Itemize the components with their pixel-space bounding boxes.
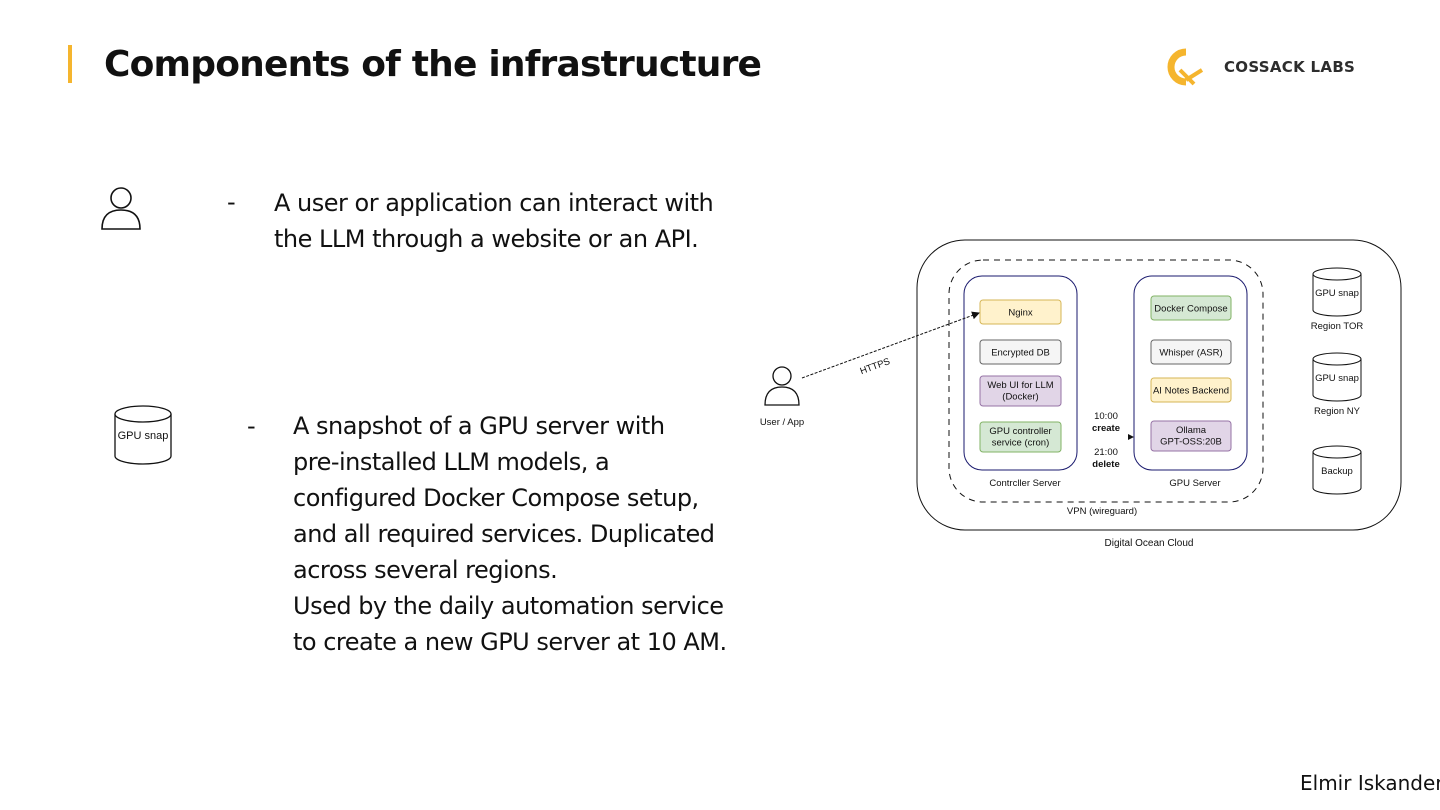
component-label: Whisper (ASR) — [1159, 348, 1222, 359]
component-label: Ollama — [1176, 425, 1207, 436]
component-label: Web UI for LLM — [987, 380, 1053, 391]
component-box: Docker Compose — [1150, 295, 1232, 321]
vpn-boundary — [948, 259, 1264, 503]
storage-label: GPU snap — [1315, 288, 1359, 299]
component-box: Whisper (ASR) — [1150, 339, 1232, 365]
gpu-server-box — [1133, 275, 1248, 471]
component-label: AI Notes Backend — [1153, 386, 1229, 397]
title-accent-bar — [68, 45, 72, 83]
bullet-text-snapshot: A snapshot of a GPU server with pre-inst… — [293, 408, 727, 660]
vpn-label: VPN (wireguard) — [1067, 506, 1137, 517]
component-label: service (cron) — [992, 438, 1050, 449]
database-icon: GPU snap — [114, 405, 172, 465]
bullet-line: across several regions. — [293, 556, 558, 584]
https-label: HTTPS — [859, 356, 892, 377]
storage-region-label: Region TOR — [1311, 321, 1364, 332]
controller-server-box — [963, 275, 1078, 471]
create-time: 10:00 — [1094, 411, 1118, 422]
component-label: GPT-OSS:20B — [1160, 437, 1222, 448]
https-connection — [801, 311, 980, 379]
database-icon-label: GPU snap — [118, 430, 169, 442]
bullet-line: to create a new GPU server at 10 AM. — [293, 628, 727, 656]
bullet-line: A user or application can interact with — [274, 189, 714, 217]
component-label: Encrypted DB — [991, 348, 1050, 359]
component-label: Nginx — [1008, 308, 1033, 319]
bullet-dash: - — [247, 412, 256, 440]
component-label: (Docker) — [1002, 392, 1038, 403]
cloud-boundary — [916, 239, 1402, 531]
author-name: Elmir Iskanderov — [1300, 771, 1440, 795]
bullet-line: pre-installed LLM models, a — [293, 448, 610, 476]
slide-title: Components of the infrastructure — [104, 44, 762, 85]
user-app-label: User / App — [760, 417, 804, 428]
bullet-line: A snapshot of a GPU server with — [293, 412, 665, 440]
storage-cylinder: Backup — [1312, 445, 1362, 495]
schedule-arrow — [1128, 434, 1134, 440]
user-app-icon — [764, 366, 800, 406]
create-label: create — [1092, 423, 1120, 434]
bullet-dash: - — [227, 188, 236, 216]
component-box: AI Notes Backend — [1150, 377, 1232, 403]
bullet-text-user: A user or application can interact with … — [274, 185, 714, 257]
component-label: GPU controller — [989, 426, 1051, 437]
bullet-line: configured Docker Compose setup, — [293, 484, 699, 512]
company-logo: COSSACK LABS — [1156, 44, 1356, 90]
user-icon — [101, 187, 141, 230]
storage-label: GPU snap — [1315, 373, 1359, 384]
cossack-labs-logo-icon — [1167, 48, 1204, 86]
bullet-line: the LLM through a website or an API. — [274, 225, 699, 253]
storage-region-label: Region NY — [1314, 406, 1361, 417]
gpu-server-label: GPU Server — [1169, 478, 1220, 489]
logo-text: COSSACK LABS — [1224, 58, 1356, 76]
storage-label: Backup — [1321, 466, 1353, 477]
delete-label: delete — [1092, 459, 1119, 470]
component-label: Docker Compose — [1154, 304, 1227, 315]
bullet-line: and all required services. Duplicated — [293, 520, 715, 548]
cloud-label: Digital Ocean Cloud — [1105, 538, 1194, 549]
component-box: Nginx — [979, 299, 1062, 325]
bullet-line: Used by the daily automation service — [293, 592, 724, 620]
delete-time: 21:00 — [1094, 447, 1118, 458]
component-box: Web UI for LLM(Docker) — [979, 375, 1062, 407]
component-box: Encrypted DB — [979, 339, 1062, 365]
controller-server-label: Contrcller Server — [989, 478, 1060, 489]
